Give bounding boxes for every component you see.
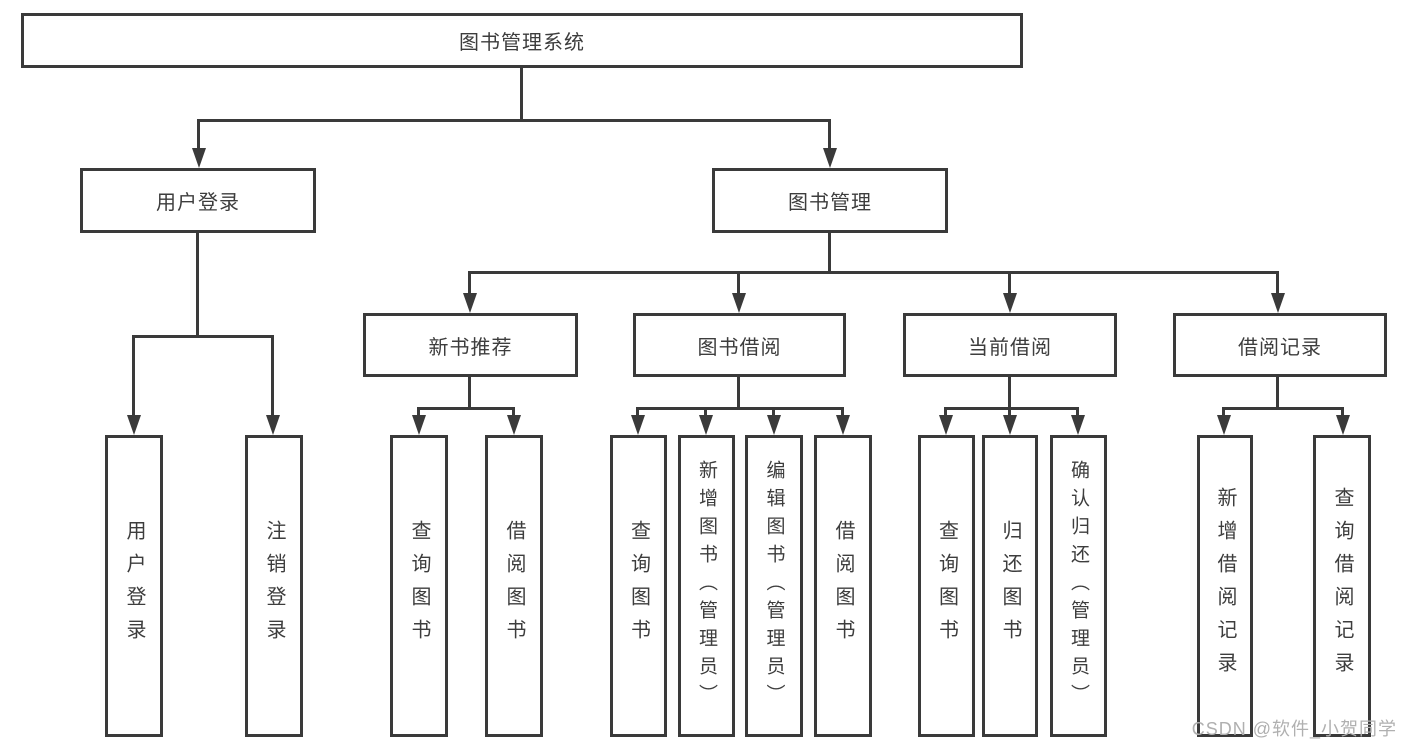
arrow-head <box>1003 415 1017 435</box>
node-query-books-borrowing: 查询图书 <box>610 435 667 737</box>
arrow-head <box>192 148 206 168</box>
node-query-books-recommend: 查询图书 <box>390 435 448 737</box>
arrow-head <box>732 293 746 313</box>
node-add-borrow-record: 新增借阅记录 <box>1197 435 1253 737</box>
connector-vline <box>132 335 135 415</box>
node-user-login-branch: 用户登录 <box>80 168 316 233</box>
connector-vline <box>468 271 471 293</box>
node-label: 查询借阅记录 <box>1331 487 1353 685</box>
node-label: 确认归还（管理员） <box>1068 460 1089 712</box>
connector-vline <box>828 119 831 148</box>
connector-vline <box>1222 407 1225 415</box>
connector-hline <box>636 407 844 410</box>
connector-vline <box>944 407 947 415</box>
connector-hline <box>197 119 831 122</box>
node-logout: 注销登录 <box>245 435 303 737</box>
connector-hline <box>468 271 1279 274</box>
arrow-head <box>836 415 850 435</box>
arrow-head <box>266 415 280 435</box>
node-label: 图书管理 <box>788 192 872 214</box>
arrow-head <box>1336 415 1350 435</box>
connector-vline <box>417 407 420 415</box>
node-label: 编辑图书（管理员） <box>763 460 785 712</box>
connector-vline <box>841 407 844 415</box>
node-return-books: 归还图书 <box>982 435 1038 737</box>
node-borrow-books-recommend: 借阅图书 <box>485 435 543 737</box>
node-query-books-current: 查询图书 <box>918 435 975 737</box>
node-label: 借阅图书 <box>503 520 525 652</box>
connector-hline <box>944 407 1079 410</box>
arrow-head <box>1217 415 1231 435</box>
connector-vline <box>197 119 200 148</box>
node-label: 用户登录 <box>156 192 240 214</box>
node-label: 图书借阅 <box>697 336 782 359</box>
node-borrow-books: 借阅图书 <box>814 435 872 737</box>
connector-vline <box>271 335 274 415</box>
node-label: 归还图书 <box>999 520 1021 652</box>
arrow-head <box>823 148 837 168</box>
node-label: 新增图书（管理员） <box>696 460 717 712</box>
arrow-head <box>699 415 713 435</box>
arrow-head <box>412 415 426 435</box>
connector-vline <box>1076 407 1079 415</box>
node-label: 注销登录 <box>263 520 285 652</box>
node-library-management-system: 图书管理系统 <box>21 13 1023 68</box>
node-current-borrowing: 当前借阅 <box>903 313 1117 377</box>
node-label: 查询图书 <box>408 520 430 652</box>
node-label: 借阅记录 <box>1238 336 1322 359</box>
node-label: 借阅图书 <box>832 520 854 652</box>
node-new-book-recommend: 新书推荐 <box>363 313 578 377</box>
node-add-books-admin: 新增图书（管理员） <box>678 435 735 737</box>
arrow-head <box>1271 293 1285 313</box>
node-edit-books-admin: 编辑图书（管理员） <box>745 435 803 737</box>
connector-vline <box>1341 407 1344 415</box>
connector-vline <box>512 407 515 415</box>
connector-vline <box>1008 271 1011 293</box>
csdn-watermark: CSDN @软件_小贺同学 <box>1191 719 1397 739</box>
connector-vline <box>704 407 707 415</box>
node-query-borrow-record: 查询借阅记录 <box>1313 435 1371 737</box>
node-book-borrowing: 图书借阅 <box>633 313 846 377</box>
connector-vline <box>737 377 740 410</box>
connector-vline <box>737 271 740 293</box>
node-label: 新增借阅记录 <box>1214 487 1236 685</box>
node-confirm-return-admin: 确认归还（管理员） <box>1050 435 1107 737</box>
connector-vline <box>772 407 775 415</box>
connector-vline <box>1008 376 1011 410</box>
arrow-head <box>507 415 521 435</box>
node-label: 图书管理系统 <box>459 32 585 54</box>
arrow-head <box>631 415 645 435</box>
node-label: 查询图书 <box>935 520 958 652</box>
arrow-head <box>1003 293 1017 313</box>
node-label: 新书推荐 <box>428 336 513 359</box>
arrow-head <box>127 415 141 435</box>
connector-vline <box>196 233 199 338</box>
connector-hline <box>417 407 515 410</box>
connector-vline <box>468 377 471 410</box>
connector-hline <box>1222 407 1344 410</box>
node-user-login: 用户登录 <box>105 435 163 737</box>
node-label: 当前借阅 <box>968 336 1052 359</box>
arrow-head <box>939 415 953 435</box>
connector-vline <box>828 233 831 274</box>
connector-vline <box>1276 271 1279 293</box>
connector-hline <box>132 335 274 338</box>
node-label: 查询图书 <box>627 520 650 652</box>
connector-vline <box>1008 407 1011 415</box>
connector-vline <box>1276 376 1279 410</box>
node-label: 用户登录 <box>123 520 145 652</box>
node-book-management: 图书管理 <box>712 168 948 233</box>
arrow-head <box>767 415 781 435</box>
arrow-head <box>463 293 477 313</box>
node-borrow-records: 借阅记录 <box>1173 313 1387 377</box>
connector-vline <box>520 68 523 120</box>
arrow-head <box>1071 415 1085 435</box>
connector-vline <box>636 407 639 415</box>
